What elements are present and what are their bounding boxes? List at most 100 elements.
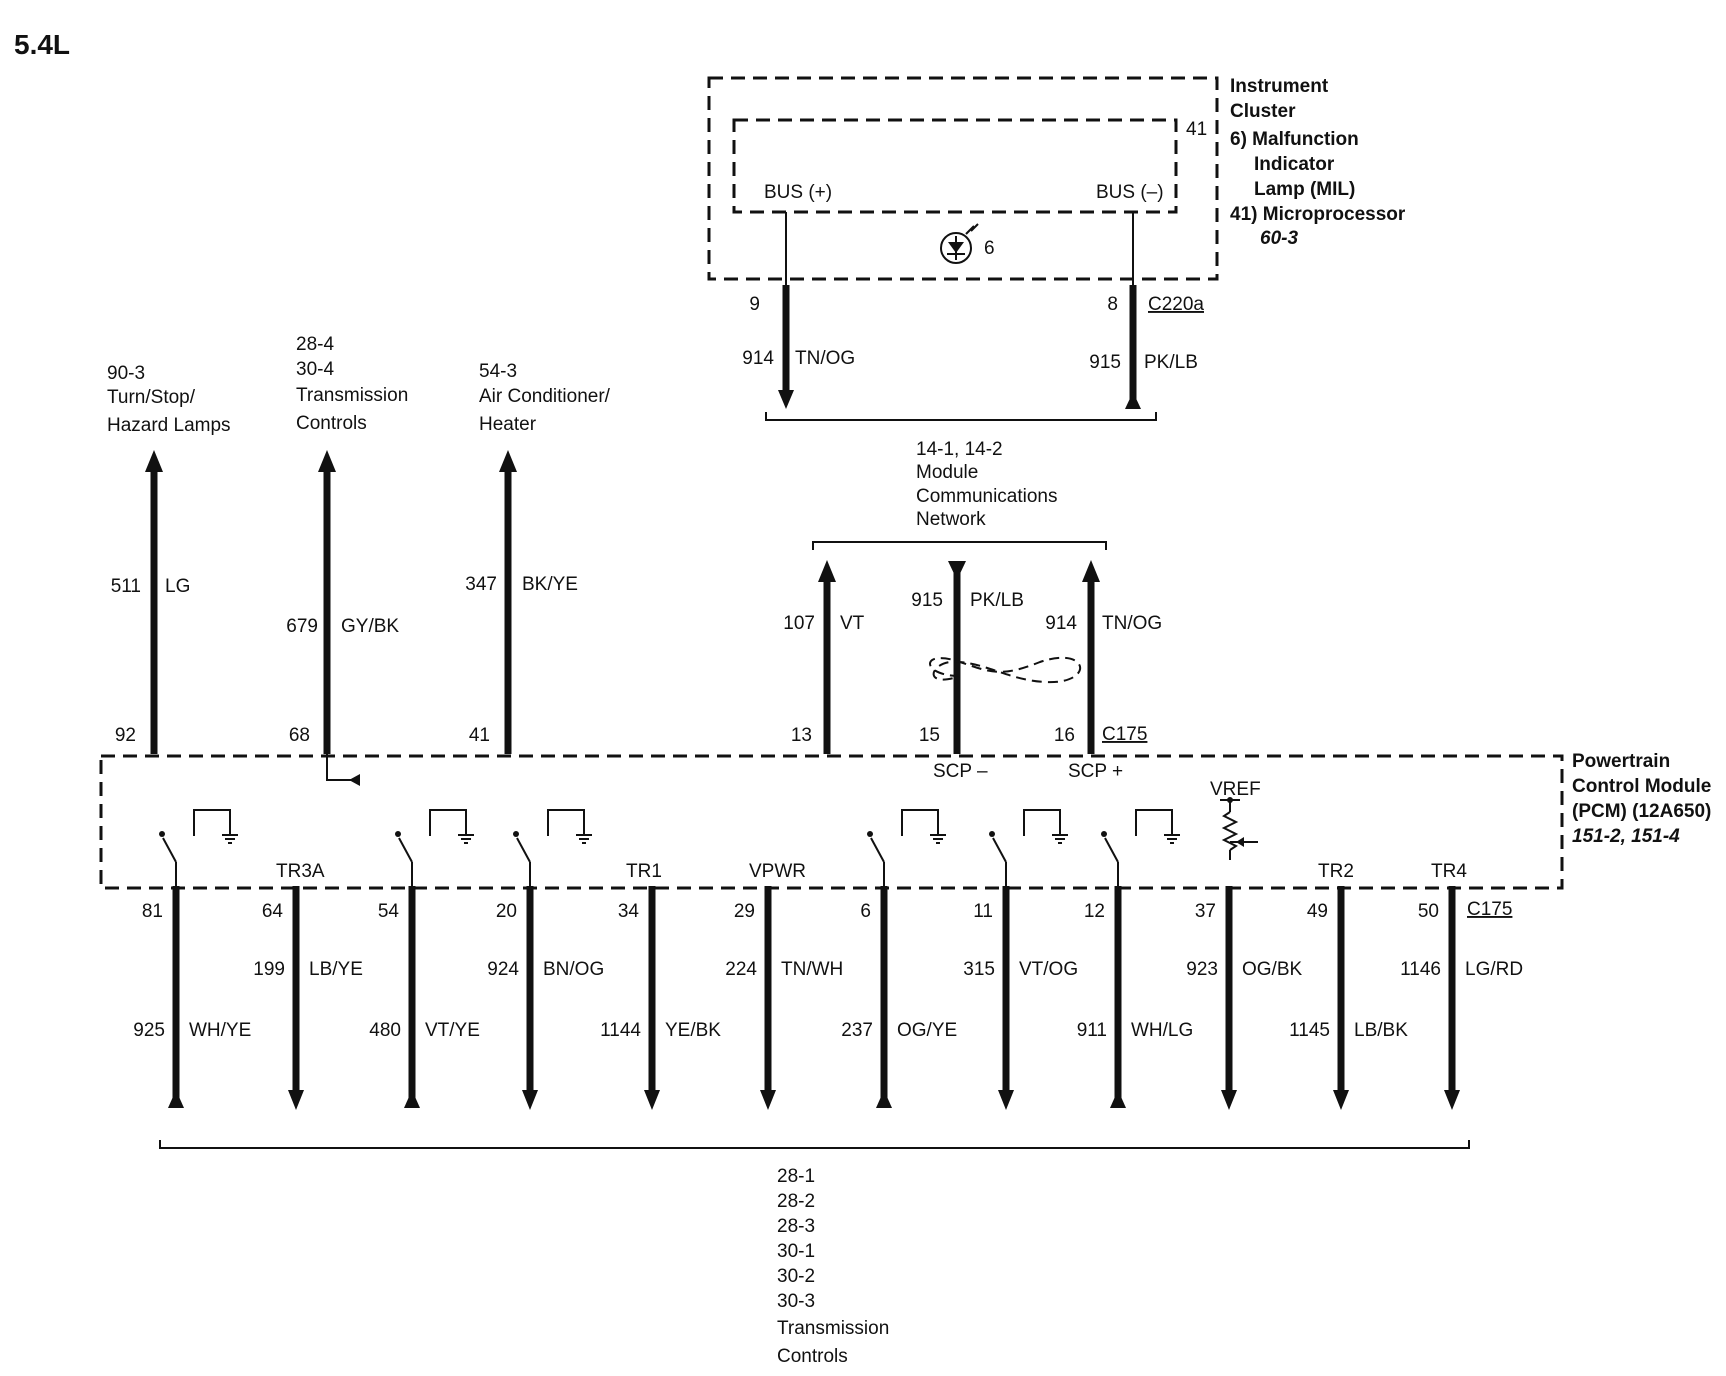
vref-label: VREF	[1210, 779, 1261, 800]
bottom-pin: 37	[1195, 901, 1216, 922]
top-circuit: 679	[286, 616, 318, 637]
cluster-pin: 8	[1107, 294, 1118, 315]
bus-plus-label: BUS (+)	[764, 182, 832, 203]
dest-line: 54-3	[479, 361, 517, 382]
scp-minus-label: SCP –	[933, 761, 988, 782]
top-color: GY/BK	[341, 616, 399, 637]
bottom-dest-line: Controls	[777, 1346, 848, 1367]
cluster-wire-914: 9 914 TN/OG	[742, 285, 855, 409]
wire-arrow	[1333, 1090, 1349, 1110]
bottom-dest-line: 30-2	[777, 1266, 815, 1287]
top-color: BK/YE	[522, 574, 578, 595]
bottom-circuit: 924	[487, 959, 519, 980]
switch-ground-icon	[867, 809, 946, 886]
bottom-circuit: 1146	[1400, 959, 1441, 980]
network-label: 14-1, 14-2 Module Communications Network	[916, 439, 1058, 530]
switch-ground-icon	[1101, 809, 1180, 886]
network-label-line: Communications	[916, 486, 1058, 507]
bottom-color: WH/YE	[189, 1020, 251, 1041]
top-pin: 13	[791, 725, 812, 746]
wire-arrow	[760, 1090, 776, 1110]
bottom-color: BN/OG	[543, 959, 604, 980]
top-pin: 92	[115, 725, 136, 746]
top-wire-107: 107 VT 13	[783, 560, 865, 754]
bottom-color: OG/BK	[1242, 959, 1303, 980]
bottom-circuit: 315	[963, 959, 995, 980]
dest-line: Heater	[479, 414, 537, 435]
internal-switches	[159, 809, 1180, 886]
bottom-circuit: 1145	[1289, 1020, 1330, 1041]
dest-line: Transmission	[296, 385, 408, 406]
cluster-wire-915: 8 915 PK/LB	[1089, 285, 1198, 409]
network-bracket	[812, 541, 1107, 550]
bottom-pin: 64	[262, 901, 284, 922]
top-wire-915: 915 PK/LB 15	[911, 561, 1024, 754]
bottom-bracket	[159, 1140, 1470, 1149]
bottom-dest-line: 28-2	[777, 1191, 815, 1212]
bottom-pin: 20	[496, 901, 517, 922]
dest-ac-heater: 54-3 Air Conditioner/ Heater	[479, 361, 611, 435]
cluster-label-line: Instrument	[1230, 76, 1329, 97]
internal-label-tr2: TR2	[1318, 861, 1354, 882]
cluster-label-line: Indicator	[1254, 154, 1335, 175]
mil-lamp-icon	[940, 223, 979, 264]
bottom-pin: 54	[378, 901, 400, 922]
cluster-label: Instrument Cluster 6) Malfunction Indica…	[1230, 76, 1406, 249]
scp-plus-label: SCP +	[1068, 761, 1123, 782]
pcm-box	[99, 754, 1564, 890]
switch-ground-icon	[395, 809, 474, 886]
dest-transmission-upper: 28-4 30-4 Transmission Controls	[296, 334, 408, 434]
top-circuit: 347	[465, 574, 497, 595]
cluster-label-line: 41) Microprocessor	[1230, 204, 1406, 225]
wire-arrow	[998, 1090, 1014, 1110]
network-label-line: Module	[916, 462, 978, 483]
output-signal-icon	[326, 754, 360, 781]
lamp-ref: 6	[984, 238, 995, 259]
cluster-label-line: Cluster	[1230, 101, 1296, 122]
pcm-label: Powertrain Control Module (PCM) (12A650)…	[1572, 751, 1711, 847]
top-circuit: 915	[911, 590, 943, 611]
bottom-dest-line: 28-3	[777, 1216, 815, 1237]
bottom-color: OG/YE	[897, 1020, 957, 1041]
bottom-color: TN/WH	[781, 959, 843, 980]
cluster-label-line: 6) Malfunction	[1230, 129, 1359, 150]
bottom-circuit: 925	[133, 1020, 165, 1041]
wire-arrow	[1110, 1090, 1126, 1108]
switch-ground-icon	[989, 809, 1068, 886]
bottom-dest-line: 30-1	[777, 1241, 815, 1262]
cluster-bracket	[765, 412, 1157, 421]
bottom-circuit: 911	[1077, 1020, 1107, 1041]
twisted-pair-icon	[929, 656, 1081, 684]
microprocessor-ref: 41	[1186, 119, 1207, 140]
bottom-color: WH/LG	[1131, 1020, 1193, 1041]
bottom-color: YE/BK	[665, 1020, 721, 1041]
wire-arrow	[168, 1090, 184, 1108]
bottom-color: LB/BK	[1354, 1020, 1408, 1041]
wire-arrow	[1444, 1090, 1460, 1110]
wire-arrow	[876, 1090, 892, 1108]
top-wire-511: 511 LG 92	[111, 450, 190, 754]
bottom-destination-label: 28-1 28-2 28-3 30-1 30-2 30-3 Transmissi…	[777, 1166, 889, 1367]
cluster-color: TN/OG	[795, 348, 855, 369]
wire-arrow	[404, 1090, 420, 1108]
top-circuit: 914	[1045, 613, 1077, 634]
bottom-dest-line: 28-1	[777, 1166, 815, 1187]
c175-bottom-connector: C175	[1467, 899, 1512, 920]
engine-title: 5.4L	[14, 29, 70, 60]
dest-line: Controls	[296, 413, 367, 434]
bottom-circuit: 1144	[600, 1020, 641, 1041]
network-label-line: 14-1, 14-2	[916, 439, 1003, 460]
bottom-circuit: 480	[369, 1020, 401, 1041]
switch-ground-icon	[513, 809, 592, 886]
pcm-label-line: (PCM) (12A650)	[1572, 801, 1711, 822]
bottom-wire: 20 924 BN/OG	[487, 886, 604, 1110]
dest-line: Hazard Lamps	[107, 415, 231, 436]
dest-line: 28-4	[296, 334, 334, 355]
